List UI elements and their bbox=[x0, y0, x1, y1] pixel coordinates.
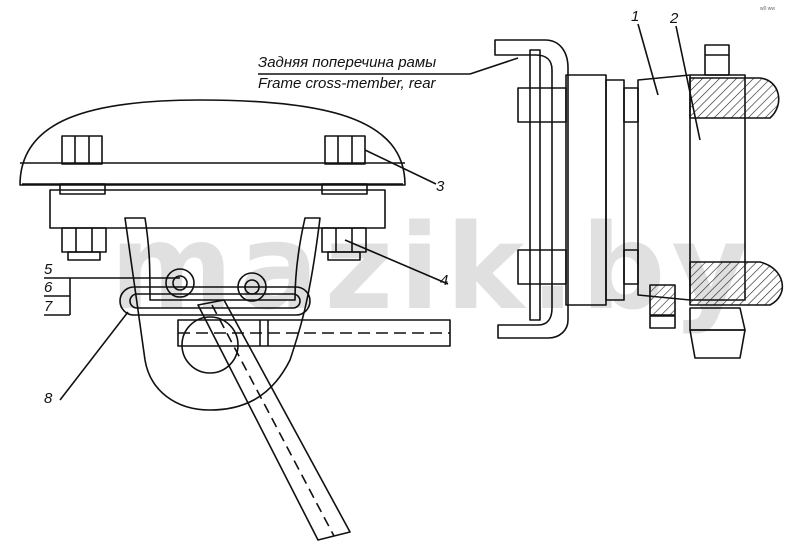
watermark-text: mazik.by bbox=[110, 198, 755, 336]
bolt-head-right-upper bbox=[324, 135, 366, 165]
part-number-2: 2 bbox=[670, 10, 679, 27]
bolt-5-right bbox=[237, 272, 267, 302]
crossmember-top-profile bbox=[19, 99, 406, 186]
rear-crossmember-channel bbox=[494, 39, 569, 339]
part-number-6: 6 bbox=[44, 279, 53, 296]
callout-label-ru: Задняя поперечина рамы bbox=[258, 54, 437, 71]
leader-8 bbox=[59, 311, 129, 401]
bolt-5-left bbox=[165, 268, 195, 298]
callout-leader bbox=[469, 57, 519, 75]
bolt-head-left-upper bbox=[61, 135, 103, 165]
part-number-8: 8 bbox=[44, 390, 53, 407]
leader-4 bbox=[344, 239, 449, 285]
bracket-plate bbox=[49, 189, 386, 229]
leader-2 bbox=[675, 25, 701, 141]
part-number-3: 3 bbox=[436, 178, 445, 195]
part-number-4: 4 bbox=[440, 272, 449, 289]
diagonal-handle bbox=[197, 299, 351, 541]
corner-mark: w0 ww bbox=[760, 6, 776, 12]
leader-3 bbox=[364, 149, 437, 185]
part-number-5: 5 bbox=[44, 261, 53, 278]
flange-lower bbox=[689, 261, 784, 306]
hook-body bbox=[124, 217, 321, 411]
slotted-lever bbox=[119, 286, 311, 316]
callout-label-en: Frame cross-member, rear bbox=[258, 75, 436, 92]
part-number-1: 1 bbox=[631, 8, 640, 25]
nut-left-lower bbox=[61, 227, 107, 253]
flange-upper bbox=[689, 77, 780, 119]
leader-1 bbox=[637, 23, 659, 96]
part-number-7: 7 bbox=[44, 298, 53, 315]
